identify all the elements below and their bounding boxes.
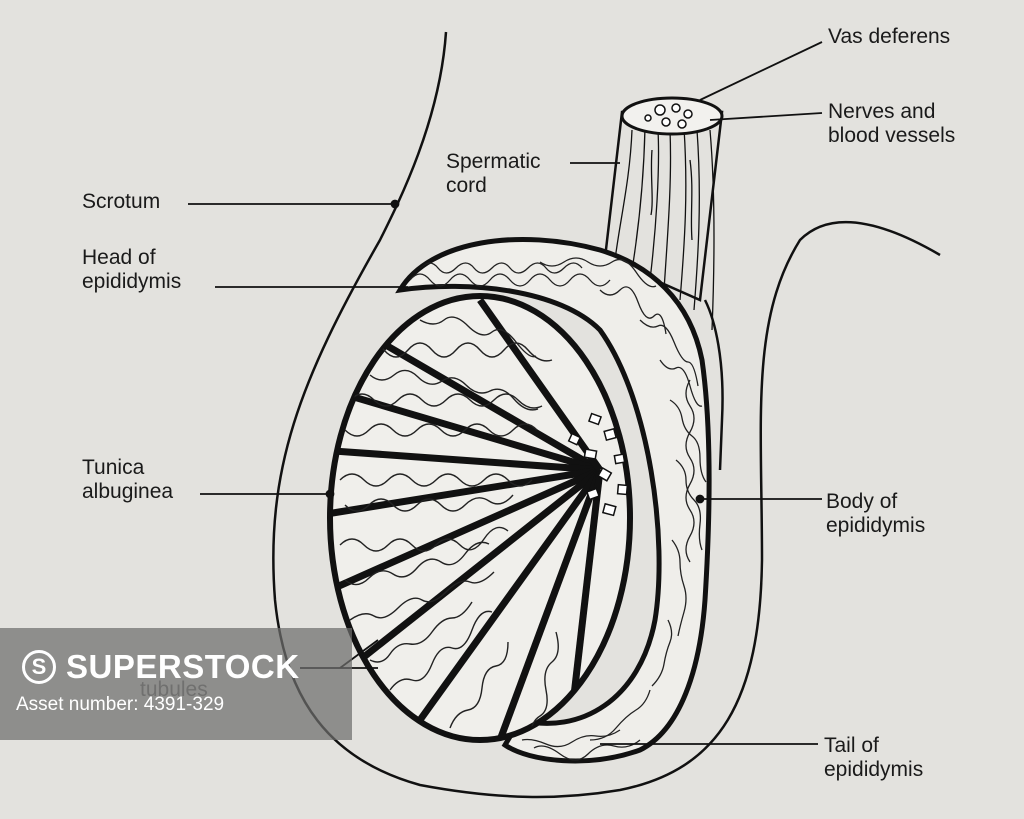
- scrotum-outline: [272, 31, 941, 799]
- watermark-banner: S SUPERSTOCK Asset number: 4391-329: [0, 628, 352, 740]
- leader-nerves: [709, 112, 823, 121]
- superstock-logo-icon: S: [22, 650, 56, 684]
- spermatic-cord: [603, 96, 724, 471]
- label-spermatic-line2: cord: [446, 174, 487, 197]
- watermark-asset-number: Asset number: 4391-329: [16, 694, 225, 715]
- leader-vas-deferens: [699, 41, 823, 101]
- label-spermatic-cord: Spermatic cord: [446, 150, 541, 198]
- cord-cross-section: [620, 96, 724, 136]
- label-body-line1: Body of: [826, 490, 898, 513]
- watermark-brand: SUPERSTOCK: [66, 648, 300, 685]
- label-tail-of-epididymis: Tail of epididymis: [824, 734, 923, 782]
- label-nerves-line2: blood vessels: [828, 124, 956, 147]
- label-nerves-line1: Nerves and: [828, 100, 936, 123]
- label-nerves-and-blood-vessels: Nerves and blood vessels: [828, 100, 955, 148]
- label-spermatic-line1: Spermatic: [446, 150, 541, 173]
- label-head-line2: epididymis: [82, 270, 182, 293]
- label-scrotum: Scrotum: [82, 190, 161, 213]
- label-head-of-epididymis: Head of epididymis: [82, 246, 181, 294]
- label-body-of-epididymis: Body of epididymis: [826, 490, 925, 538]
- testis: [327, 293, 633, 743]
- label-tunica-albuginea: Tunica albuginea: [82, 456, 173, 504]
- epididymis: [395, 236, 712, 764]
- label-tail-line2: epididymis: [824, 758, 924, 781]
- label-head-line1: Head of: [82, 246, 156, 269]
- label-tail-line1: Tail of: [824, 734, 879, 757]
- rete-testis: [567, 412, 629, 517]
- label-tunica-line2: albuginea: [82, 480, 174, 503]
- label-tunica-line1: Tunica: [82, 456, 145, 479]
- label-vas-deferens: Vas deferens: [828, 25, 951, 48]
- label-body-line2: epididymis: [826, 514, 926, 537]
